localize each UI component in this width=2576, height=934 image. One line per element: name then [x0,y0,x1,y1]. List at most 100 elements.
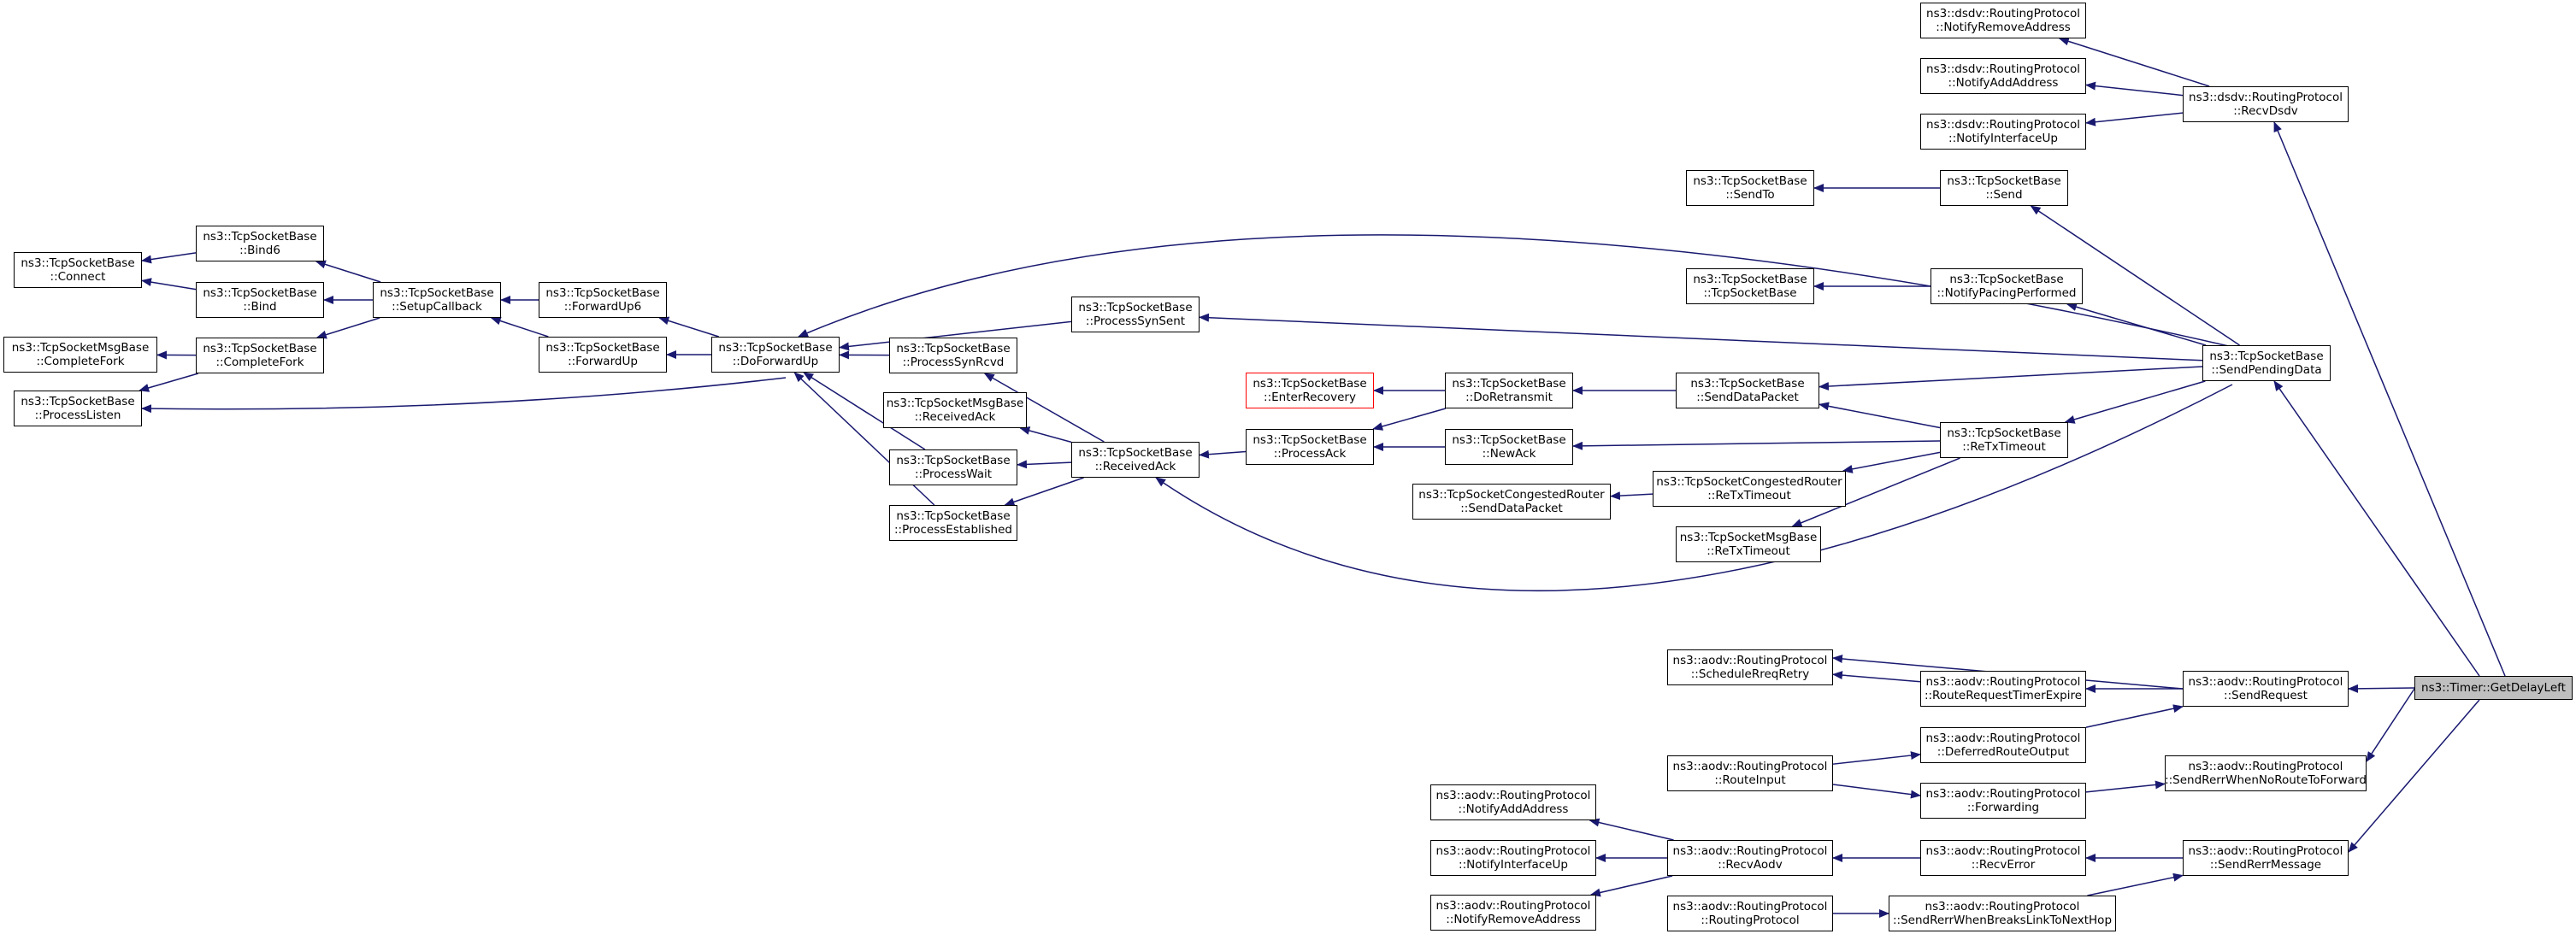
graph-node[interactable]: ns3::aodv::RoutingProtocol::NotifyRemove… [1430,895,1596,931]
graph-node[interactable]: ns3::TcpSocketBase::DoForwardUp [711,337,840,373]
edge-n50-n48 [2366,688,2415,762]
graph-node[interactable]: ns3::TcpSocketMsgBase::ReceivedAck [883,392,1027,428]
node-label: ::NotifyRemoveAddress [1936,21,2071,34]
edge-n9-n7 [490,316,549,338]
edge-n32-n25 [1842,451,1941,473]
graph-node[interactable]: ns3::TcpSocketBase::DoRetransmit [1445,373,1573,408]
edge-n34-n24 [1819,366,2203,391]
node-label: ns3::dsdv::RoutingProtocol [2189,91,2343,104]
node-label: ::NotifyInterfaceUp [1459,858,1568,872]
graph-node[interactable]: ns3::TcpSocketCongestedRouter::ReTxTimeo… [1653,471,1846,507]
graph-node[interactable]: ns3::dsdv::RoutingProtocol::RecvDsdv [2183,86,2349,122]
graph-node[interactable]: ns3::TcpSocketBase::SendTo [1686,170,1814,206]
node-label: ::NotifyAddAddress [1948,76,2059,90]
edge-n50-n34 [2273,380,2480,677]
graph-node[interactable]: ns3::aodv::RoutingProtocol::Forwarding [1920,783,2086,819]
graph-node[interactable]: ns3::aodv::RoutingProtocol::SendRerrWhen… [1889,896,2116,931]
node-label: ::ScheduleRreqRetry [1690,667,1810,681]
graph-node[interactable]: ns3::TcpSocketBase::SetupCallback [373,282,501,318]
node-label: ::ForwardUp [568,355,638,368]
graph-node[interactable]: ns3::TcpSocketCongestedRouter::SendDataP… [1412,484,1611,520]
graph-node[interactable]: ns3::TcpSocketBase::Connect [14,252,142,288]
edge-n34-n16 [1155,384,2233,592]
graph-node[interactable]: ns3::aodv::RoutingProtocol::NotifyAddAdd… [1430,784,1596,820]
graph-node[interactable]: ns3::TcpSocketBase::ProcessEstablished [889,505,1017,541]
graph-node[interactable]: ns3::TcpSocketBase::ReTxTimeout [1940,422,2068,458]
edge-n40-n37 [1589,818,1674,841]
graph-node[interactable]: ns3::TcpSocketBase::Bind [196,282,324,318]
focus-node[interactable]: ns3::Timer::GetDelayLeft [2414,676,2573,700]
graph-node[interactable]: ns3::aodv::RoutingProtocol::RecvAodv [1667,840,1833,876]
edge-n25-n21 [1610,491,1653,501]
node-label: ns3::aodv::RoutingProtocol [1672,844,1828,858]
node-label: ns3::TcpSocketBase [1452,377,1566,391]
graph-node[interactable]: ns3::TcpSocketMsgBase::ReTxTimeout [1676,526,1821,562]
edge-n16-n12 [983,373,1105,443]
graph-node[interactable]: ns3::TcpSocketBase::ForwardUp6 [539,282,667,318]
graph-node[interactable]: ns3::TcpSocketBase::ProcessAck [1246,429,1374,465]
graph-node[interactable]: ns3::dsdv::RoutingProtocol::NotifyAddAdd… [1920,58,2086,94]
edge-n7-n2 [315,260,381,283]
edge-n32-n20 [1572,440,1941,450]
node-label: ::ProcessWait [914,467,993,481]
edge-n40-n39 [1589,875,1673,897]
edge-n7-n5 [315,317,380,339]
graph-node[interactable]: ns3::aodv::RoutingProtocol::RecvError [1920,840,2086,876]
graph-node[interactable]: ns3::aodv::RoutingProtocol::SendRerrMess… [2183,840,2349,876]
node-label: ns3::dsdv::RoutingProtocol [1926,62,2080,76]
graph-node[interactable]: ns3::TcpSocketMsgBase::CompleteFork [3,337,157,373]
node-label: ns3::aodv::RoutingProtocol [1672,760,1828,773]
graph-node[interactable]: ns3::aodv::RoutingProtocol::RoutingProto… [1667,896,1833,931]
graph-node[interactable]: ns3::TcpSocketBase::ForwardUp [539,337,667,373]
graph-node[interactable]: ns3::aodv::RoutingProtocol::RouteRequest… [1920,671,2086,707]
graph-node[interactable]: ns3::TcpSocketBase::ProcessSynSent [1071,297,1200,332]
graph-node[interactable]: ns3::TcpSocketBase::Bind6 [196,226,324,261]
node-label: ::TcpSocketBase [1703,286,1797,300]
graph-node[interactable]: ns3::aodv::RoutingProtocol::NotifyInterf… [1430,840,1596,876]
graph-node[interactable]: ns3::aodv::RoutingProtocol::DeferredRout… [1920,727,2086,763]
graph-node[interactable]: ns3::TcpSocketBase::EnterRecovery [1246,373,1374,408]
edge-n5-n6 [139,373,199,392]
node-label: ns3::TcpSocketCongestedRouter [1656,475,1842,489]
edge-n11-n10 [839,320,1072,351]
node-label: ns3::TcpSocketBase [1947,426,2061,440]
node-label: ns3::TcpSocketBase [545,341,660,355]
graph-node[interactable]: ns3::TcpSocketBase::Send [1940,170,2068,206]
graph-node[interactable]: ns3::TcpSocketBase::ProcessListen [14,391,142,426]
node-label: ::Send [1985,188,2023,202]
edge-n33-n27 [2058,37,2210,87]
node-label: ::ReceivedAck [1094,460,1176,473]
graph-node[interactable]: ns3::aodv::RoutingProtocol::ScheduleRreq… [1667,649,1833,685]
graph-node[interactable]: ns3::TcpSocketBase::ProcessWait [889,449,1017,485]
edge-n34-n31 [2066,303,2207,346]
node-label: ns3::aodv::RoutingProtocol [2188,760,2343,773]
edge-n36-n44 [1832,784,1921,799]
node-label: ::SendTo [1725,188,1775,202]
node-label: ns3::TcpSocketCongestedRouter [1418,488,1605,502]
graph-node[interactable]: ns3::TcpSocketBase::SendPendingData [2202,345,2331,381]
node-label: ::ReTxTimeout [1962,440,2046,454]
graph-node[interactable]: ns3::TcpSocketBase::ReceivedAck [1071,442,1200,478]
graph-node[interactable]: ns3::aodv::RoutingProtocol::SendRequest [2183,671,2349,707]
graph-node[interactable]: ns3::TcpSocketBase::NotifyPacingPerforme… [1931,268,2083,304]
graph-node[interactable]: ns3::TcpSocketBase::SendDataPacket [1676,373,1819,408]
graph-node[interactable]: ns3::aodv::RoutingProtocol::SendRerrWhen… [2165,755,2367,791]
graph-node[interactable]: ns3::TcpSocketBase::NewAck [1445,429,1573,465]
graph-node[interactable]: ns3::dsdv::RoutingProtocol::NotifyInterf… [1920,114,2086,150]
edge-n17-n16 [1199,449,1247,459]
graph-node[interactable]: ns3::TcpSocketBase::TcpSocketBase [1686,268,1814,304]
graph-node[interactable]: ns3::TcpSocketBase::CompleteFork [196,338,324,373]
edge-n36-n43 [1832,751,1921,765]
node-label: ns3::TcpSocketBase [896,454,1011,467]
edge-n19-n17 [1372,408,1447,431]
node-label: ::RecvDsdv [2233,104,2298,118]
graph-node[interactable]: ns3::TcpSocketBase::ProcessSynRcvd [889,338,1017,373]
node-label: ::CompleteFork [36,355,125,368]
node-label: ::NotifyInterfaceUp [1948,132,2058,145]
graph-node[interactable]: ns3::dsdv::RoutingProtocol::NotifyRemove… [1920,3,2086,38]
graph-node[interactable]: ns3::aodv::RoutingProtocol::RouteInput [1667,755,1833,791]
node-label: ::Bind [243,300,277,314]
edge-n10-n6 [141,377,787,414]
node-label: ns3::dsdv::RoutingProtocol [1926,7,2080,21]
